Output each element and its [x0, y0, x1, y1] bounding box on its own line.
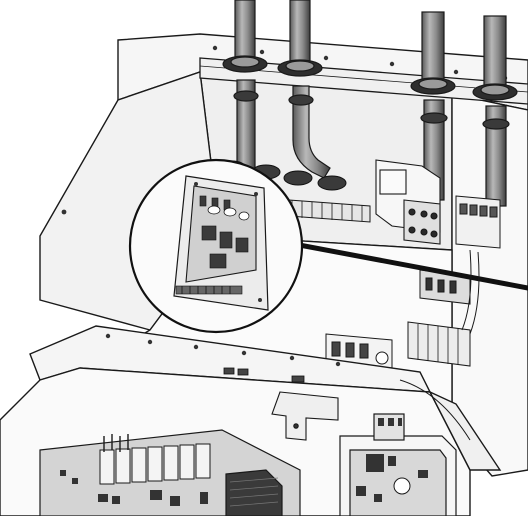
board-transformer	[225, 469, 283, 516]
tray-right-edge	[428, 390, 502, 471]
pipe-4	[472, 15, 518, 207]
main-controller-board	[39, 429, 301, 516]
highlighted-control-board	[128, 158, 304, 334]
terminal-posts	[373, 413, 405, 441]
board-components	[199, 195, 249, 269]
wiring	[399, 249, 480, 441]
board-connector-row	[175, 285, 243, 295]
secondary-board	[339, 413, 457, 516]
contactor-block	[375, 159, 441, 245]
breaker-block	[419, 195, 501, 305]
pipe-2	[277, 0, 331, 179]
callout-leader-line	[259, 235, 528, 291]
tray-holes	[105, 333, 341, 367]
tray-clips	[223, 367, 305, 383]
pipe-1	[222, 0, 268, 176]
tray-bracket	[271, 391, 339, 441]
terminal-blocks-right	[325, 321, 471, 369]
